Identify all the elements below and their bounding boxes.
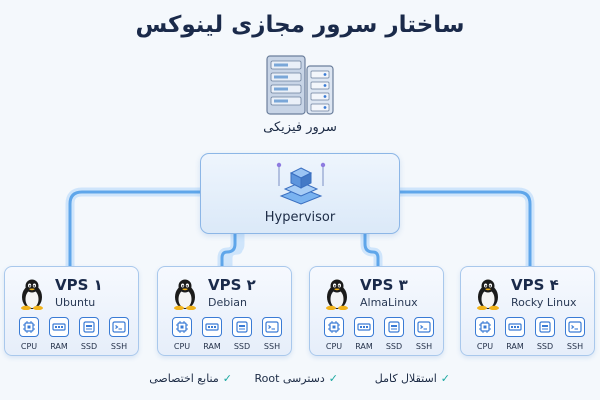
ssd-icon xyxy=(388,321,400,333)
resource-item: RAM xyxy=(503,317,527,351)
resource-item: SSD xyxy=(77,317,101,351)
ram-icon xyxy=(205,323,219,331)
hypervisor-label: Hypervisor xyxy=(264,210,336,225)
tux-linux-icon xyxy=(477,279,499,311)
resource-label: CPU xyxy=(476,342,494,351)
resource-item: SSH xyxy=(412,317,436,351)
ram-icon xyxy=(508,323,522,331)
hypervisor-stack-icon xyxy=(276,162,326,205)
resource-item: RAM xyxy=(47,317,71,351)
terminal-icon xyxy=(112,321,126,333)
resource-item: CPU xyxy=(170,317,194,351)
tux-linux-icon xyxy=(174,279,196,311)
resource-item: SSH xyxy=(107,317,131,351)
vps-name: VPS ۱ xyxy=(55,276,103,294)
feature-item: ✓منابع اختصاصی xyxy=(149,372,232,385)
resource-item: SSD xyxy=(382,317,406,351)
cpu-chip-icon xyxy=(479,321,491,333)
resource-label: RAM xyxy=(50,342,68,351)
resource-item: CPU xyxy=(17,317,41,351)
resource-item: RAM xyxy=(352,317,376,351)
vps-card: VPS ۳ AlmaLinux CPU RAM SSD SSH xyxy=(309,266,444,356)
physical-server-label: سرور فیزیکی xyxy=(263,120,337,135)
tux-linux-icon xyxy=(21,279,43,311)
ssd-icon xyxy=(83,321,95,333)
vps-name: VPS ۲ xyxy=(208,276,256,294)
resource-item: RAM xyxy=(200,317,224,351)
check-icon: ✓ xyxy=(440,372,450,385)
vps-card: VPS ۱ Ubuntu CPU RAM SSD SSH xyxy=(4,266,139,356)
resource-label: SSD xyxy=(536,342,554,351)
tux-linux-icon xyxy=(326,279,348,311)
resource-label: CPU xyxy=(20,342,38,351)
server-rack-icon xyxy=(266,55,334,115)
resource-label: RAM xyxy=(355,342,373,351)
resource-item: SSD xyxy=(533,317,557,351)
ssd-icon xyxy=(539,321,551,333)
resource-item: CPU xyxy=(322,317,346,351)
terminal-icon xyxy=(568,321,582,333)
resource-item: SSH xyxy=(563,317,587,351)
vps-name: VPS ۳ xyxy=(360,276,408,294)
resource-label: SSD xyxy=(233,342,251,351)
ram-icon xyxy=(357,323,371,331)
hypervisor-box: Hypervisor xyxy=(200,153,400,234)
resource-label: SSH xyxy=(566,342,584,351)
physical-server xyxy=(265,54,335,122)
resource-label: SSH xyxy=(263,342,281,351)
cpu-chip-icon xyxy=(328,321,340,333)
ram-icon xyxy=(52,323,66,331)
feature-item: ✓دسترسی Root xyxy=(254,372,338,385)
vps-os: Rocky Linux xyxy=(511,296,577,309)
vps-os: Debian xyxy=(208,296,247,309)
cpu-chip-icon xyxy=(176,321,188,333)
resource-label: CPU xyxy=(325,342,343,351)
resource-item: SSD xyxy=(230,317,254,351)
feature-item: ✓استقلال کامل xyxy=(374,372,450,385)
resource-item: SSH xyxy=(260,317,284,351)
cpu-chip-icon xyxy=(23,321,35,333)
terminal-icon xyxy=(265,321,279,333)
vps-os: AlmaLinux xyxy=(360,296,418,309)
diagram-title: ساختار سرور مجازی لینوکس xyxy=(135,12,465,38)
vps-os: Ubuntu xyxy=(55,296,96,309)
check-icon: ✓ xyxy=(222,372,232,385)
vps-card: VPS ۴ Rocky Linux CPU RAM SSD SSH xyxy=(460,266,595,356)
resource-label: SSH xyxy=(110,342,128,351)
terminal-icon xyxy=(417,321,431,333)
vps-card: VPS ۲ Debian CPU RAM SSD SSH xyxy=(157,266,292,356)
check-icon: ✓ xyxy=(328,372,338,385)
resource-label: RAM xyxy=(203,342,221,351)
resource-label: SSH xyxy=(415,342,433,351)
resource-label: CPU xyxy=(173,342,191,351)
feature-list: ✓استقلال کامل ✓دسترسی Root ✓منابع اختصاص… xyxy=(149,372,450,388)
resource-label: SSD xyxy=(385,342,403,351)
resource-label: SSD xyxy=(80,342,98,351)
resource-label: RAM xyxy=(506,342,524,351)
ssd-icon xyxy=(236,321,248,333)
vps-name: VPS ۴ xyxy=(511,276,559,294)
resource-item: CPU xyxy=(473,317,497,351)
